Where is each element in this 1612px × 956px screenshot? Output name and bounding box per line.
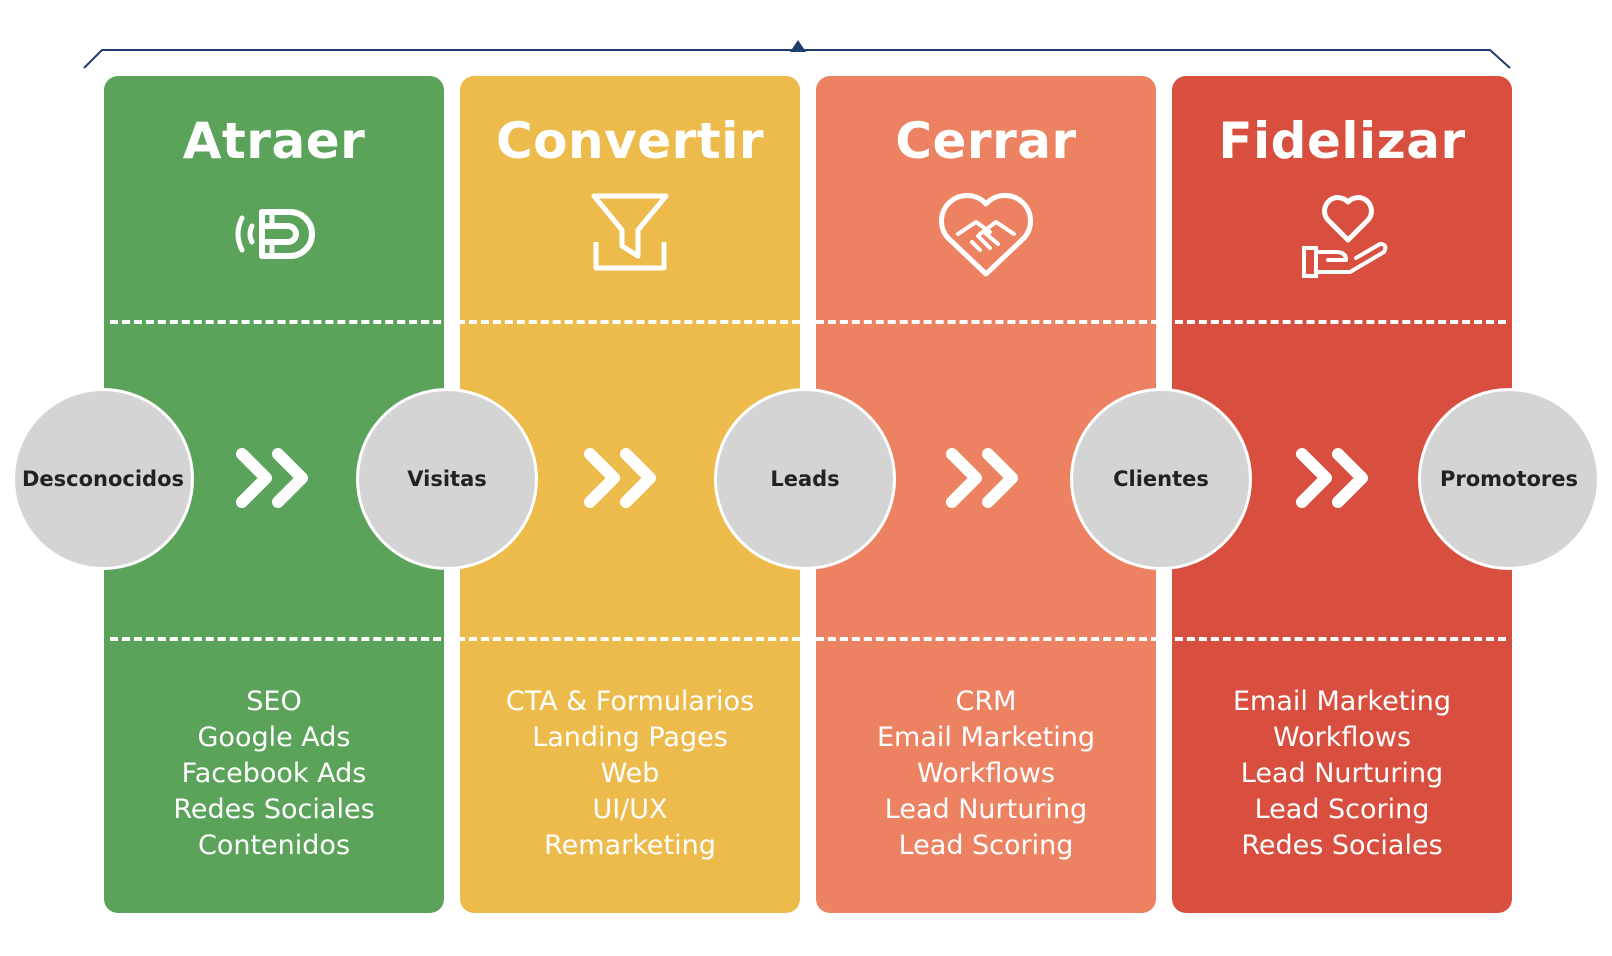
phase-title: Atraer xyxy=(182,112,366,170)
top-bracket xyxy=(83,40,1511,69)
phase-title: Cerrar xyxy=(895,112,1077,170)
tool-item: Remarketing xyxy=(544,830,716,861)
double-chevron-right-icon xyxy=(584,448,656,508)
tool-item: Redes Sociales xyxy=(1241,830,1443,861)
phase-title: Fidelizar xyxy=(1218,112,1466,170)
tool-item: Facebook Ads xyxy=(181,758,367,789)
tool-item: Lead Scoring xyxy=(1254,794,1430,825)
tools-list: SEO Google Ads Facebook Ads Redes Social… xyxy=(104,684,444,864)
tools-list: Email Marketing Workflows Lead Nurturing… xyxy=(1172,684,1512,864)
tool-item: Redes Sociales xyxy=(173,794,375,825)
divider-bottom xyxy=(110,637,1506,641)
tool-item: Workflows xyxy=(1272,722,1412,753)
tool-item: Web xyxy=(600,758,660,789)
tool-item: Google Ads xyxy=(197,722,351,753)
tool-item: Contenidos xyxy=(197,830,351,861)
stage-leads: Leads xyxy=(714,388,896,570)
tools-list: CRM Email Marketing Workflows Lead Nurtu… xyxy=(816,684,1156,864)
tool-item: CRM xyxy=(955,686,1017,717)
double-chevron-right-icon xyxy=(236,448,308,508)
tools-list: CTA & Formularios Landing Pages Web UI/U… xyxy=(460,684,800,864)
tool-item: Email Marketing xyxy=(876,722,1096,753)
tool-item: Workflows xyxy=(916,758,1056,789)
heart-hand-icon xyxy=(1302,195,1388,278)
phase-title: Convertir xyxy=(495,112,764,170)
stage-desconocidos: Desconocidos xyxy=(12,388,194,570)
funnel-icon xyxy=(591,193,669,271)
heart-handshake-icon xyxy=(939,193,1033,277)
tool-item: Lead Nurturing xyxy=(884,794,1088,825)
tool-item: Landing Pages xyxy=(532,722,728,753)
stage-clientes: Clientes xyxy=(1070,388,1252,570)
tool-item: CTA & Formularios xyxy=(505,686,755,717)
tool-item: Lead Scoring xyxy=(898,830,1074,861)
tool-item: Lead Nurturing xyxy=(1240,758,1444,789)
divider-top xyxy=(110,320,1506,324)
tool-item: SEO xyxy=(246,686,302,717)
double-chevron-right-icon xyxy=(1296,448,1368,508)
tool-item: Email Marketing xyxy=(1232,686,1452,717)
stage-visitas: Visitas xyxy=(356,388,538,570)
tool-item: UI/UX xyxy=(592,794,668,825)
magnet-icon xyxy=(235,209,315,259)
stage-promotores: Promotores xyxy=(1418,388,1600,570)
double-chevron-right-icon xyxy=(946,448,1018,508)
